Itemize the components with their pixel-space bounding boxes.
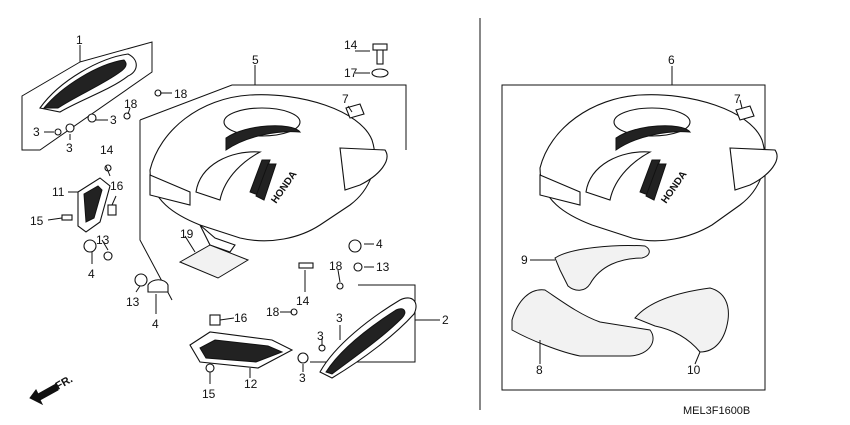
part-9-pad: [554, 245, 650, 291]
callout-15-a: 15: [30, 214, 44, 228]
callout-7-right: 7: [734, 92, 741, 106]
callout-3-e: 3: [317, 329, 324, 343]
callout-2: 2: [442, 313, 449, 327]
callout-18-d: 18: [266, 305, 280, 319]
callout-6: 6: [668, 53, 675, 67]
callout-18-c: 18: [329, 259, 343, 273]
callout-13-c: 13: [126, 295, 140, 309]
part-1-inner-cover: [21, 41, 153, 151]
front-direction-label: FR.: [54, 373, 75, 392]
part-6-frame: [501, 66, 766, 391]
callout-18-a: 18: [174, 87, 188, 101]
part-11-bracket: [77, 177, 111, 233]
callout-3-a: 3: [33, 125, 40, 139]
callout-13-b: 13: [376, 260, 390, 274]
callout-12: 12: [244, 377, 258, 391]
callout-16-a: 16: [110, 179, 124, 193]
callout-13-a: 13: [96, 233, 110, 247]
callout-9: 9: [521, 253, 528, 267]
leader-lines-left: [44, 50, 374, 384]
part-12-lower-cover: [189, 331, 294, 378]
callout-14-c: 14: [296, 294, 310, 308]
callout-14-b: 14: [100, 143, 114, 157]
diagram-code: MEL3F1600B: [683, 405, 750, 417]
callout-19: 19: [180, 227, 194, 241]
part-8-pad: [511, 289, 654, 357]
part-2-side-cover: [319, 297, 417, 379]
part-10-pad: [634, 287, 729, 353]
callout-4-b: 4: [88, 267, 95, 281]
callout-4-c: 4: [152, 317, 159, 331]
callout-18-b: 18: [124, 97, 138, 111]
callout-3-b: 3: [110, 113, 117, 127]
part-19-plate: [178, 235, 250, 279]
callout-3-d: 3: [336, 311, 343, 325]
tank-cover-right: HONDA: [539, 94, 778, 242]
callout-14-a: 14: [344, 38, 358, 52]
callout-8: 8: [536, 363, 543, 377]
callout-11: 11: [52, 185, 65, 199]
part-5-bracket: [139, 84, 407, 150]
tank-cover-left: HONDA: [149, 94, 388, 253]
callout-3-c: 3: [66, 141, 73, 155]
callout-15-b: 15: [202, 387, 216, 401]
callout-labels: 1 2 3 3 3 3 3 3 4 4 4 5 6 7 7 8 9 10 11 …: [30, 33, 741, 401]
callout-1: 1: [76, 33, 83, 47]
callout-4-a: 4: [376, 237, 383, 251]
callout-17: 17: [344, 66, 358, 80]
callout-7-left: 7: [342, 92, 349, 106]
callout-5: 5: [252, 53, 259, 67]
leader-lines-right: [530, 99, 743, 365]
callout-16-b: 16: [234, 311, 248, 325]
front-direction-arrow: FR.: [29, 373, 75, 406]
callout-3-f: 3: [299, 371, 306, 385]
callout-10: 10: [687, 363, 701, 377]
